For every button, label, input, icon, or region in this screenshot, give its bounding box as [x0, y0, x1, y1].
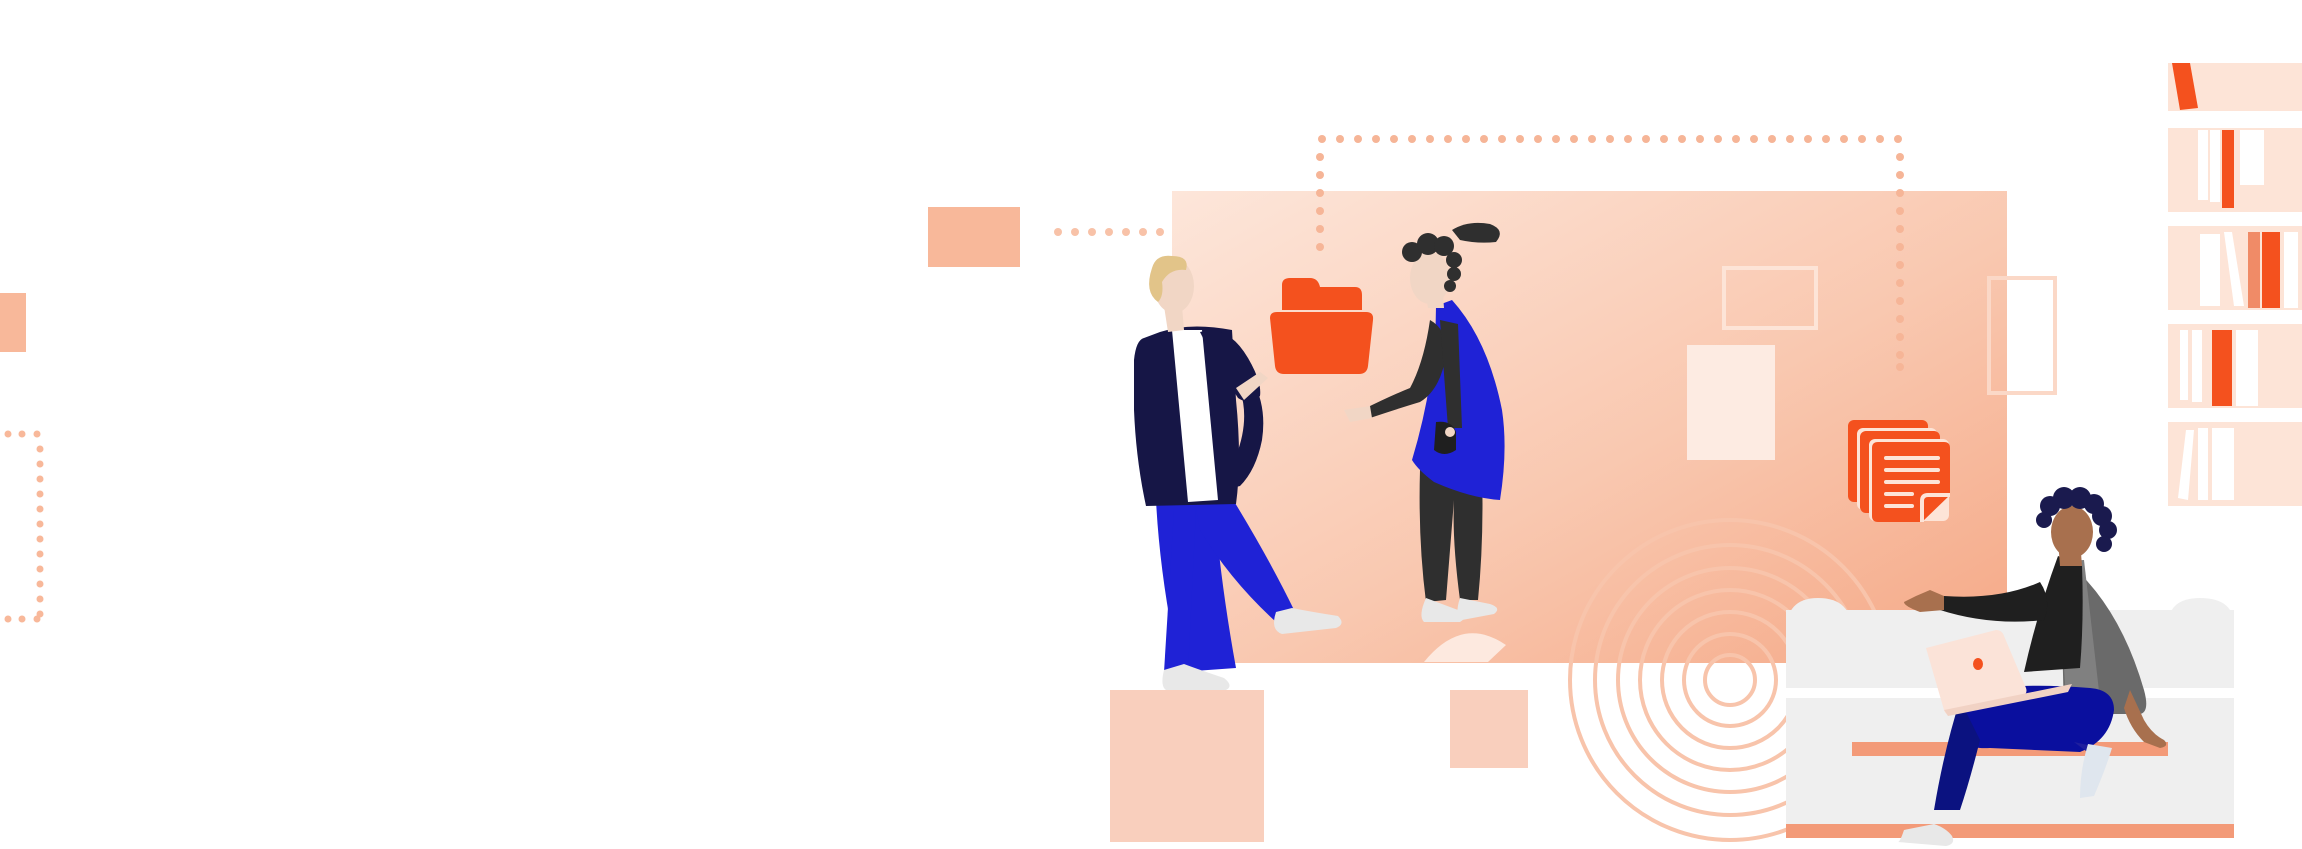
dotted-frame	[1316, 135, 1904, 371]
person-sitting-with-laptop	[1898, 487, 2167, 846]
folder-icon	[1270, 278, 1374, 374]
person-blonde-standing	[1134, 255, 1342, 690]
bookshelf	[2168, 63, 2302, 506]
decor-block-bottom-left	[1110, 690, 1264, 842]
decor-outline-tall-rect	[1987, 276, 2057, 395]
decor-square	[928, 207, 1020, 267]
decor-square-left	[0, 293, 26, 352]
dotted-bracket-left	[4, 430, 44, 623]
decor-outline-rect	[1722, 266, 1818, 330]
laptop-icon	[1926, 630, 2072, 716]
decor-block-bottom-mid	[1450, 690, 1528, 768]
person-blue-top-standing	[1344, 222, 1505, 622]
decor-light-square	[1687, 345, 1775, 460]
decor-fan	[1424, 633, 1506, 662]
documents-icon	[1848, 420, 1950, 522]
